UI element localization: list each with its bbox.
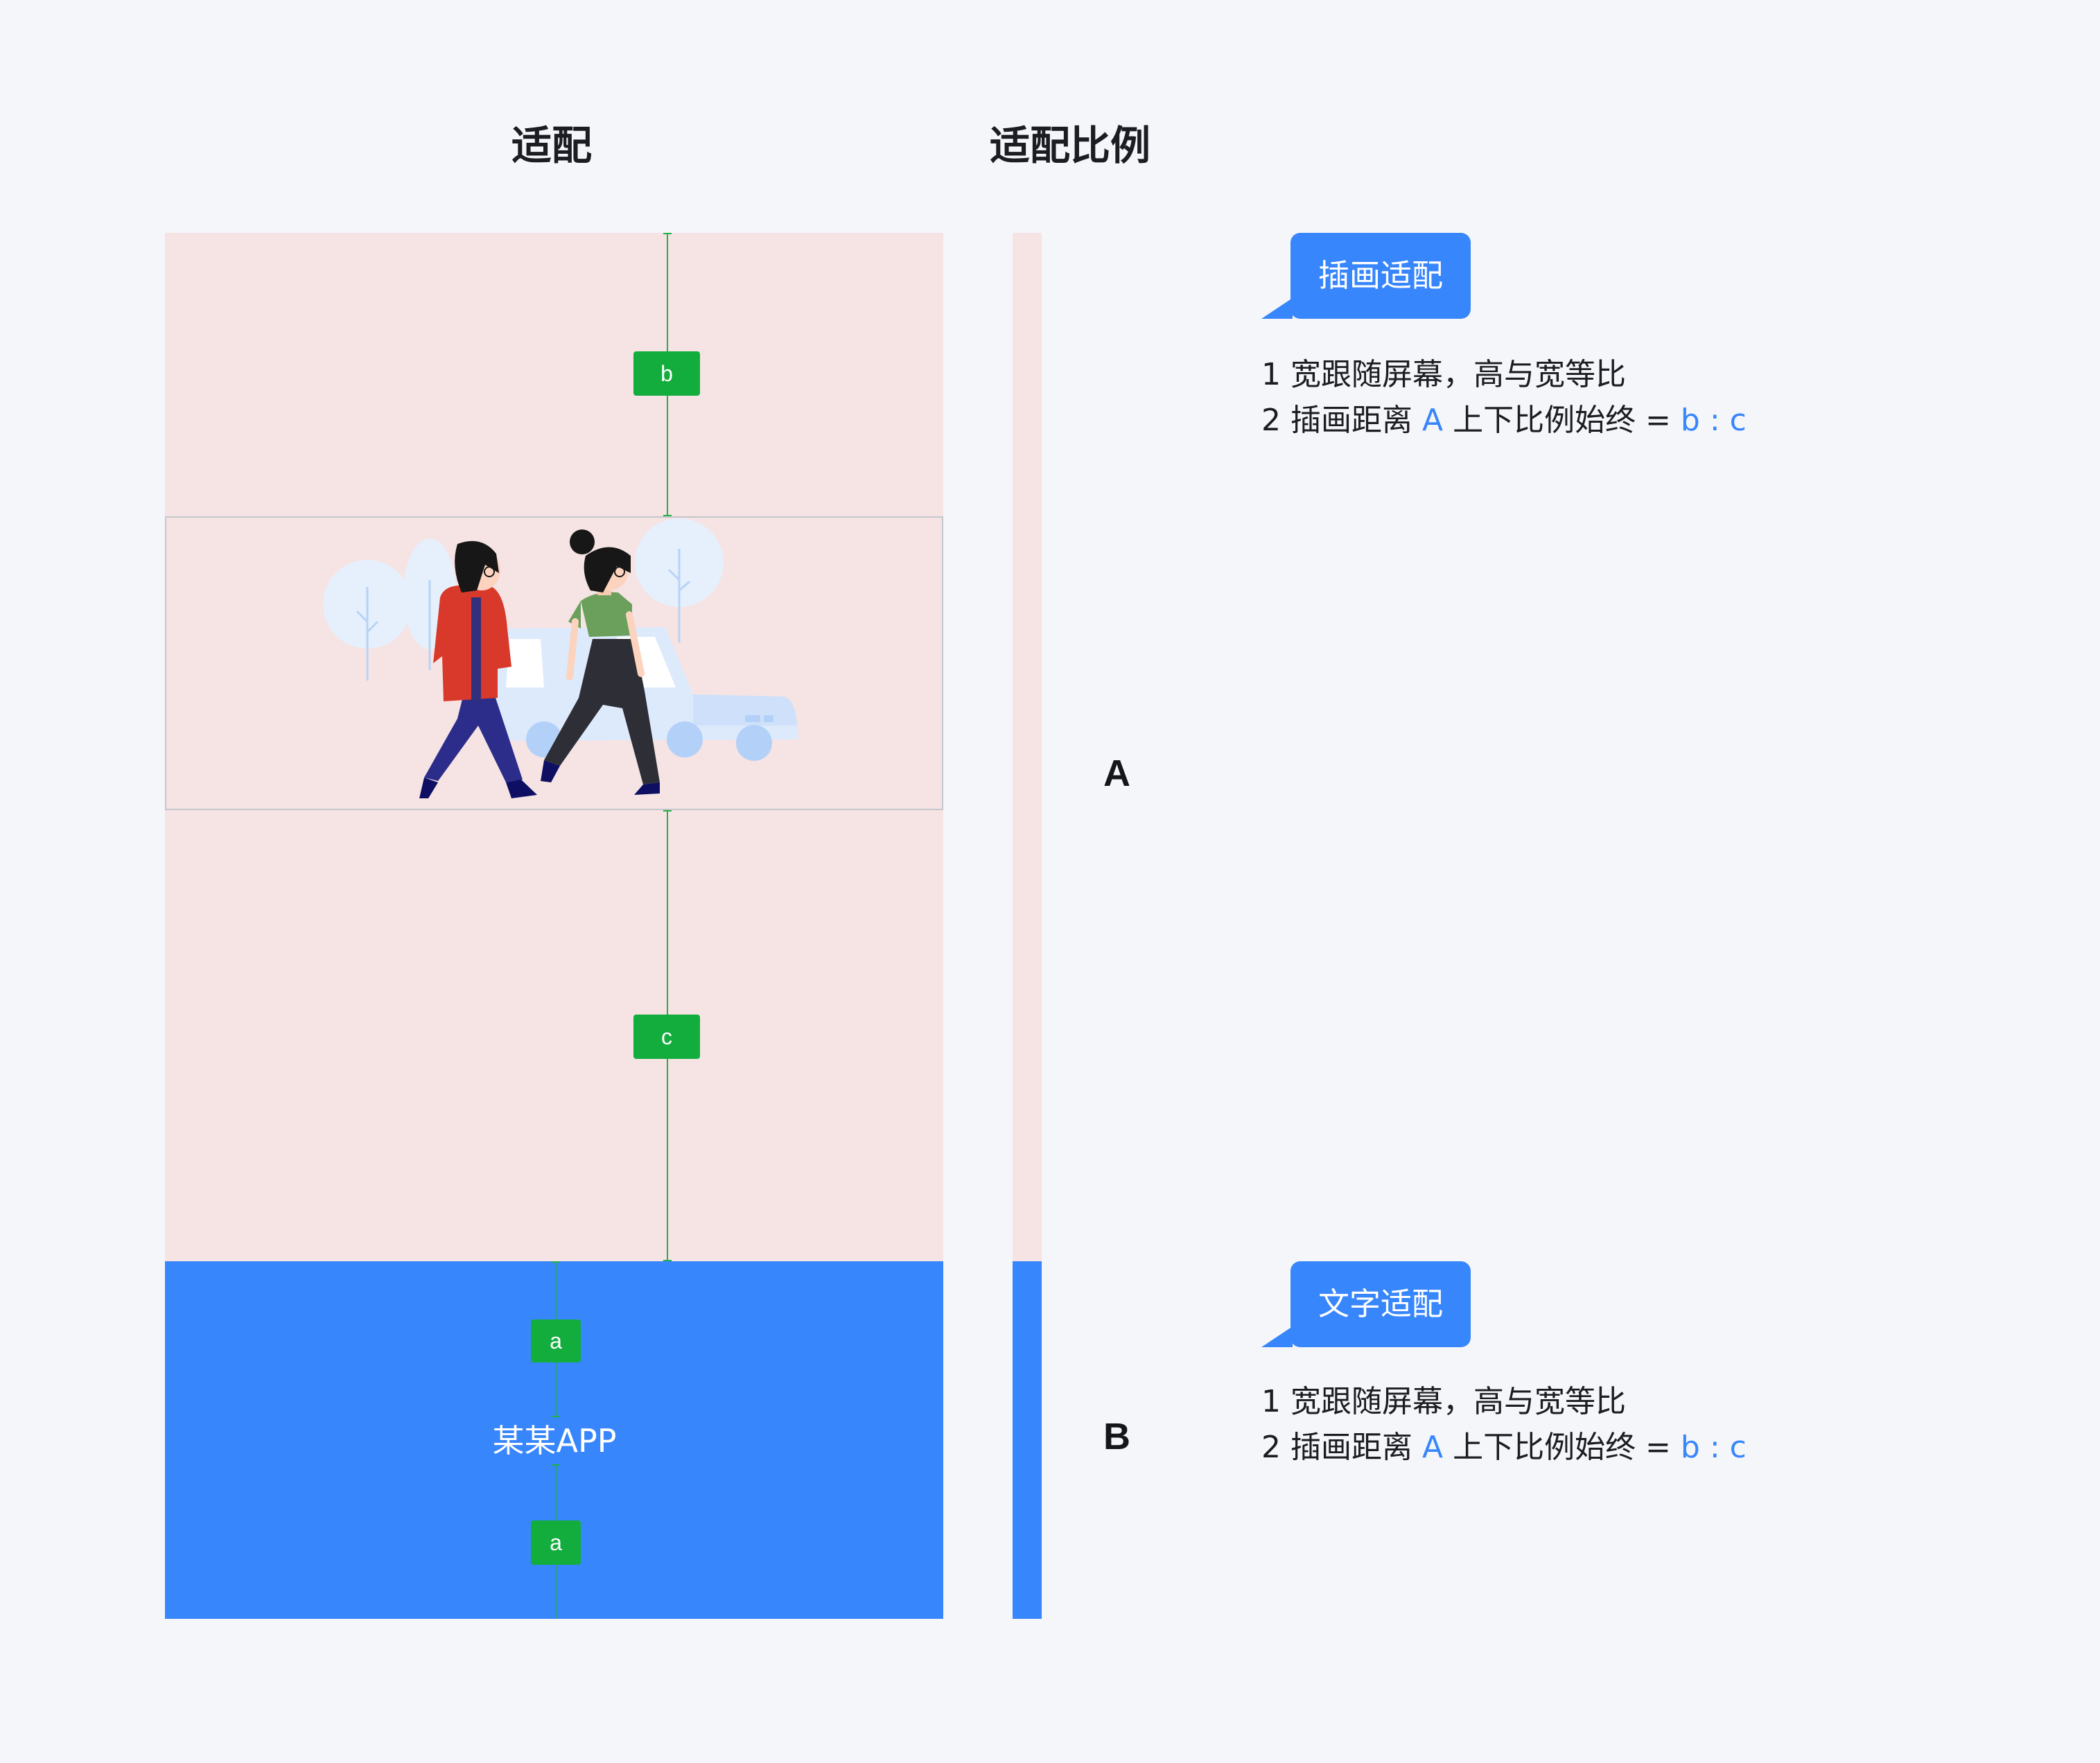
section-a-rule-1: 1 宽跟随屏幕，高与宽等比 bbox=[1261, 357, 1626, 392]
app-name-text: 某某APP bbox=[492, 1422, 617, 1459]
section-letter-b: B bbox=[1103, 1416, 1130, 1457]
measure-tick bbox=[663, 1260, 672, 1261]
rule-2-ratio: b : c bbox=[1680, 1430, 1747, 1465]
section-b-rule-1: 1 宽跟随屏幕，高与宽等比 bbox=[1261, 1384, 1626, 1419]
section-b-rule-2: 2 插画距离 A 上下比例始终 = b : c bbox=[1261, 1425, 1747, 1471]
column-title-adapt: 适配 bbox=[511, 122, 593, 169]
rule-2-accent-letter: A bbox=[1421, 1430, 1444, 1465]
measure-tick bbox=[552, 1261, 560, 1263]
section-a-rule-2: 2 插画距离 A 上下比例始终 = b : c bbox=[1261, 398, 1747, 444]
illustration-frame bbox=[165, 516, 943, 810]
measure-tick bbox=[552, 1416, 560, 1417]
rule-2-prefix: 2 插画距离 bbox=[1261, 1430, 1422, 1465]
rule-2-ratio: b : c bbox=[1680, 403, 1747, 438]
measure-label-a-top: a bbox=[531, 1319, 581, 1362]
measure-tick bbox=[663, 233, 672, 234]
rule-2-prefix: 2 插画距离 bbox=[1261, 403, 1422, 438]
ratio-bar-a bbox=[1013, 233, 1042, 1261]
label-bubble-illustration-adapt: 插画适配 bbox=[1290, 233, 1471, 319]
section-letter-a: A bbox=[1103, 753, 1130, 794]
column-title-adapt-ratio: 适配比例 bbox=[990, 122, 1151, 169]
two-women-walking-illustration bbox=[323, 518, 798, 798]
rule-2-accent-letter: A bbox=[1421, 403, 1444, 438]
measure-label-b: b bbox=[633, 351, 700, 396]
measure-label-a-bottom: a bbox=[531, 1520, 581, 1565]
measure-tick bbox=[552, 1464, 560, 1466]
measure-label-c: c bbox=[633, 1015, 700, 1059]
rule-2-middle: 上下比例始终 = bbox=[1443, 1430, 1681, 1465]
measure-tick bbox=[663, 515, 672, 516]
bubble-tail-a bbox=[1261, 298, 1293, 319]
label-bubble-text-adapt: 文字适配 bbox=[1290, 1261, 1471, 1347]
rule-2-middle: 上下比例始终 = bbox=[1443, 403, 1681, 438]
measure-tick bbox=[663, 810, 672, 812]
ratio-bar-b bbox=[1013, 1261, 1042, 1619]
bubble-tail-b bbox=[1261, 1326, 1293, 1347]
